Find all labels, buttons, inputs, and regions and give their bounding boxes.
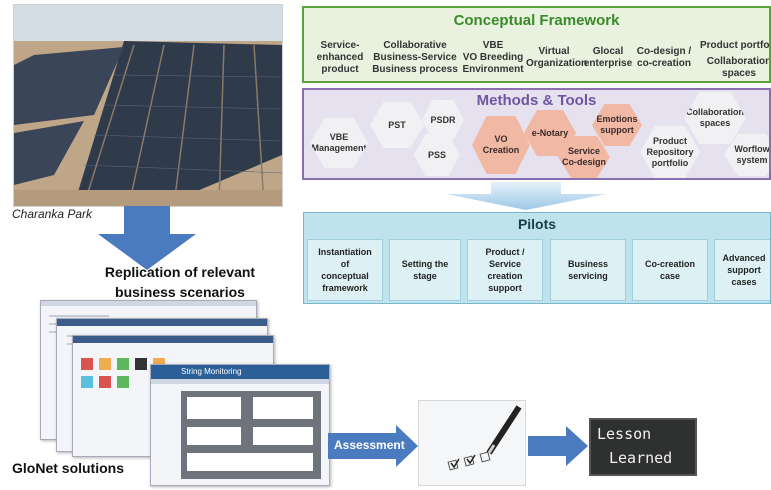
tool-product-repository: Product Repository portfolio [640,126,700,178]
cf-item-product-portfolio: Product portfol [700,40,771,51]
replication-line-1: Replication of relevant [104,264,256,280]
cf-item-collaborative-business: Collaborative Business-Service Business … [372,40,458,75]
assessment-label: Assessment [334,438,405,452]
tool-vo-creation: VO Creation [472,116,530,174]
cf-item-collaboration-spaces: Collaboration spaces [706,56,771,79]
lesson-learned-chalkboard: Lesson Learned [589,418,697,476]
assessment-arrow-icon [328,425,418,467]
pilots-panel: Pilots Instantiation of conceptual frame… [303,212,771,304]
conceptual-framework-title: Conceptual Framework [453,12,620,29]
pilot-business-servicing: Business servicing [550,239,626,301]
pilots-title: Pilots [517,216,557,232]
tool-pss: PSS [414,134,460,176]
methods-tools-panel: Methods & Tools VBE Management PST PSDR … [302,88,771,180]
pilot-co-creation-case: Co-creation case [632,239,708,301]
pilot-advanced-support: Advanced support cases [714,239,770,301]
tool-service-co-design: Service Co-design [558,136,610,178]
replication-label: Replication of relevant business scenari… [60,262,300,302]
pilot-setting-the-stage: Setting the stage [389,239,461,301]
lesson-arrow-icon [528,426,588,466]
cf-item-vbe: VBE VO Breeding Environment [462,40,524,75]
cf-item-virtual-organization: Virtual Organization [526,46,588,69]
tool-e-notary: e-Notary [524,110,576,156]
pilot-product-service-creation: Product / Service creation support [467,239,543,301]
conceptual-framework-panel: Conceptual Framework Service- enhanced p… [302,6,771,83]
down-arrow-icon [98,206,196,270]
checklist-image [418,400,526,486]
tool-vbe-management: VBE Management [310,118,368,168]
pilot-instantiation: Instantiation of conceptual framework [307,239,383,301]
methods-tools-title: Methods & Tools [476,92,597,109]
photo-caption: Charanka Park [12,207,93,221]
string-monitoring-title: String Monitoring [151,365,329,379]
cf-item-service-enhanced-product: Service- enhanced product [316,40,364,75]
solution-screenshot-4: String Monitoring [150,364,330,486]
cf-item-glocal-enterprise: Glocal enterprise [583,46,633,69]
flow-arrow-icon [446,182,606,210]
lesson-line-1: Lesson [597,425,652,443]
replication-line-2: business scenarios [115,284,245,300]
lesson-line-2: Learned [609,449,673,467]
cf-item-co-design: Co-design / co-creation [636,46,692,69]
tool-emotions-support: Emotions support [592,104,642,146]
charanka-park-photo [13,4,283,207]
glonet-solutions-label: GloNet solutions [12,460,124,476]
